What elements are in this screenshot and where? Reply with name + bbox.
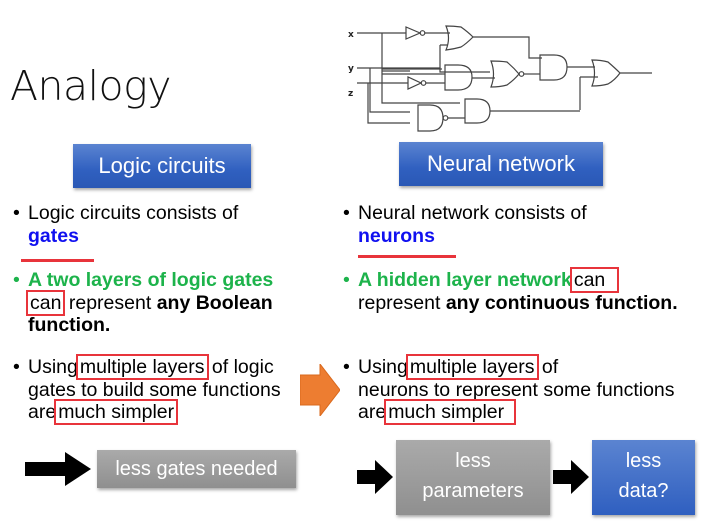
nor-gate [490,60,520,88]
bullet-text: Using [358,356,408,378]
not-gate [405,26,422,40]
and-gate [539,54,568,81]
left-bullet-1: • Logic circuits consists of gates [13,202,313,247]
wire [357,82,410,124]
less-data-box: less data? [592,440,695,515]
green-text: A two layers of logic gates [28,269,274,291]
bullet-dot: • [343,269,350,291]
right-bullet-1: • Neural network consists of neurons [343,202,688,247]
bullet-text: Neural network consists of [358,202,587,224]
box-line: data? [618,480,669,502]
bullet-dot: • [343,356,350,378]
bold-text: any continuous function. [445,291,678,314]
bold-text: any Boolean function. [28,291,273,337]
logic-circuits-header: Logic circuits [73,144,251,188]
bullet-text: represent [358,291,441,314]
left-bullet-2: • A two layers of logic gates can repres… [13,269,318,337]
black-arrow-icon [553,460,589,494]
and-gate [464,98,491,124]
bullet-dot: • [13,356,20,378]
circuit-input-y: y [348,64,354,74]
bullet-dot: • [13,269,20,291]
bullet-dot: • [343,202,350,224]
red-underline [358,255,456,258]
and-gate [444,64,473,91]
circuit-input-x: x [348,30,354,40]
red-box-multiple-layers: multiple layers [405,354,539,380]
wire [357,32,460,104]
or-gate [591,59,621,87]
highlight-neurons: neurons [358,224,435,247]
box-line: parameters [422,480,524,502]
less-parameters-box: less parameters [396,440,550,515]
neural-network-header: Neural network [399,142,603,186]
less-gates-needed-box: less gates needed [97,450,296,488]
bullet-text: of logic gates to build some functions a… [28,356,281,423]
bullet-text: neurons to represent some functions are [358,378,675,424]
bullet-dot: • [13,202,20,224]
green-text: A hidden layer network [358,269,572,291]
slide-title: Analogy [10,62,172,110]
highlight-gates: gates [28,224,79,247]
red-box-can: can [25,289,66,316]
not-gate [407,76,423,90]
bullet-text: Using [28,356,78,378]
box-line: less [455,450,491,472]
box-line: less [625,450,662,472]
bullet-text: represent [68,291,152,314]
black-arrow-icon [25,452,91,486]
red-box-much-simpler: much simpler [54,399,179,425]
red-box-much-simpler: much simpler [384,399,517,425]
red-underline [21,259,94,262]
red-box-can: can [569,267,620,293]
or-gate [445,25,474,51]
circuit-input-z: z [348,89,353,99]
bullet-text: Logic circuits consists of [28,202,239,224]
bullet-text: of [541,356,559,378]
orange-arrow-icon [300,364,340,416]
nand-gate [417,104,444,132]
logic-circuit-diagram: x y z [348,25,652,132]
red-box-multiple-layers: multiple layers [75,354,209,380]
black-arrow-icon [357,460,393,494]
